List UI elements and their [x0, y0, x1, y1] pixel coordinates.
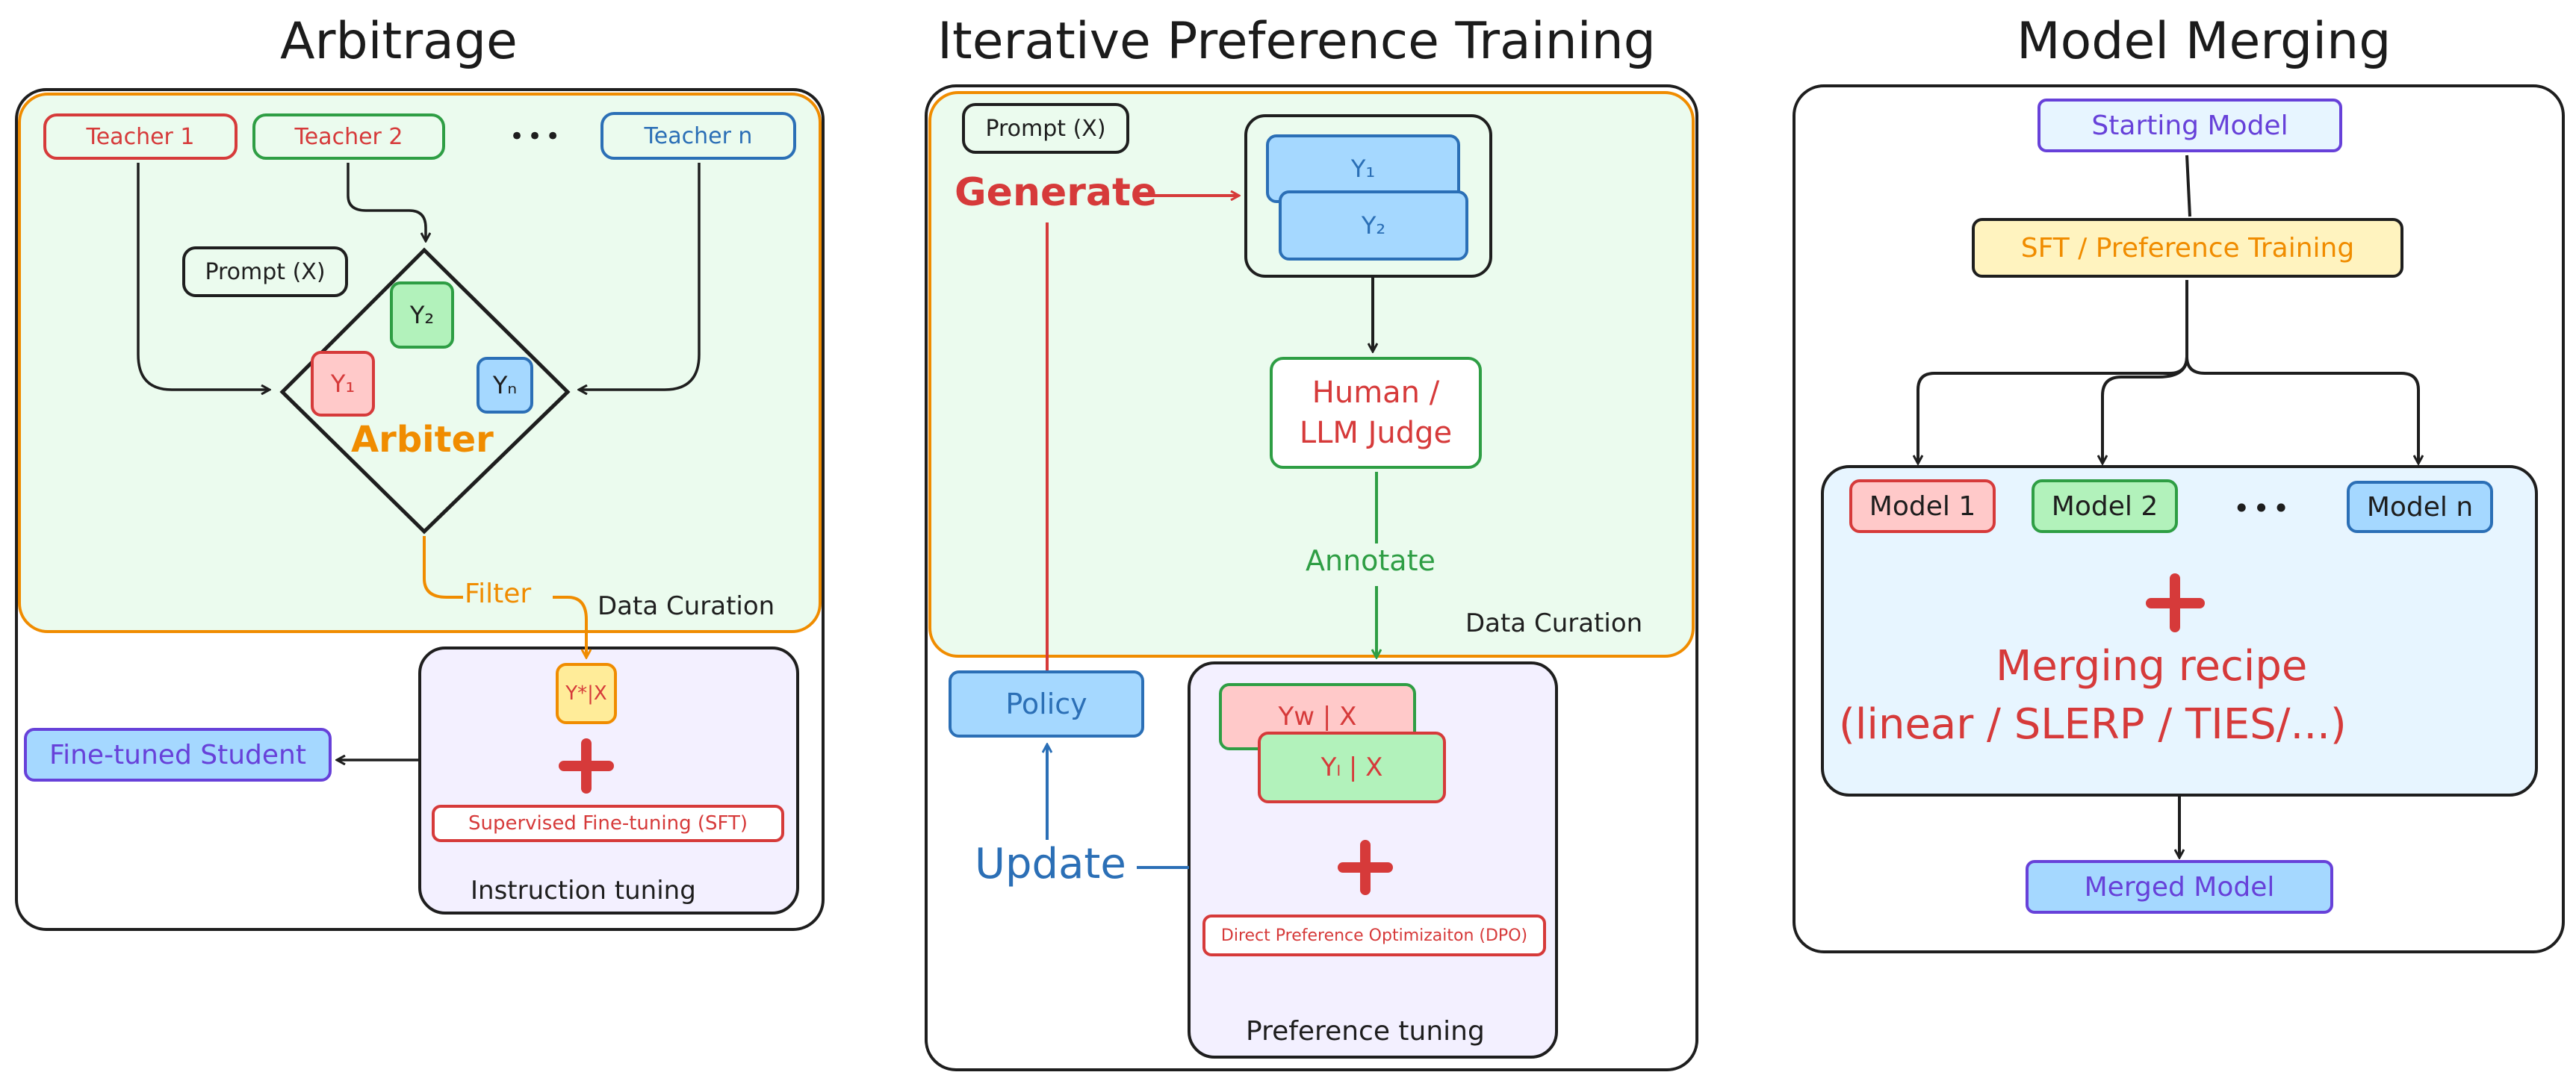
teacher-2-box: Teacher 2 — [252, 113, 445, 160]
models-ellipsis: ••• — [2233, 492, 2293, 525]
update-label: Update — [975, 840, 1126, 888]
sft-preference-box: SFT / Preference Training — [1972, 218, 2403, 278]
merging-plus-sign — [2146, 573, 2205, 632]
merging-title: Model Merging — [2017, 12, 2392, 71]
starting-model-box: Starting Model — [2037, 99, 2342, 152]
ipt-prompt-box: Prompt (X) — [962, 103, 1129, 154]
arbitrage-panel — [15, 88, 825, 931]
arbitrage-prompt-box: Prompt (X) — [182, 246, 348, 297]
dpo-box: Direct Preference Optimizaiton (DPO) — [1202, 915, 1546, 956]
teachers-ellipsis: ••• — [509, 122, 564, 152]
preference-tuning-label: Preference tuning — [1246, 1016, 1485, 1047]
response-y1-box: Y₁ — [311, 351, 375, 417]
policy-box: Policy — [949, 670, 1144, 738]
yl-box: Yₗ | X — [1258, 732, 1446, 803]
ystar-box: Y*|X — [556, 663, 617, 724]
response-yn-box: Yₙ — [477, 357, 533, 414]
teacher-n-box: Teacher n — [600, 112, 796, 160]
arbitrage-data-curation-region — [18, 93, 822, 633]
merging-recipe-line-2: (linear / SLERP / TIES/...) — [1839, 700, 2347, 749]
arbiter-diamond — [279, 247, 571, 535]
ipt-data-curation-label: Data Curation — [1465, 608, 1643, 638]
merging-recipe-line-1: Merging recipe — [1996, 642, 2308, 691]
merging-panel — [1793, 84, 2565, 953]
ipt-title: Iterative Preference Training — [937, 12, 1656, 71]
filter-label: Filter — [465, 579, 532, 609]
model-n-box: Model n — [2347, 481, 2493, 533]
fine-tuned-student-box: Fine-tuned Student — [24, 728, 332, 782]
model-2-box: Model 2 — [2032, 479, 2178, 533]
sft-box: Supervised Fine-tuning (SFT) — [432, 805, 784, 842]
generations-container — [1244, 114, 1492, 278]
arbiter-label: Arbiter — [351, 419, 494, 461]
model-1-box: Model 1 — [1849, 479, 1996, 533]
ipt-panel — [925, 84, 1698, 1071]
teacher-1-box: Teacher 1 — [43, 113, 238, 160]
generate-label: Generate — [955, 170, 1158, 215]
arbitrage-data-curation-label: Data Curation — [598, 591, 775, 621]
ipt-plus-sign — [1338, 840, 1393, 895]
arbitrage-title: Arbitrage — [280, 12, 518, 71]
instruction-tuning-label: Instruction tuning — [471, 876, 696, 906]
judge-line-2: LLM Judge — [1299, 416, 1453, 450]
judge-box: Human / LLM Judge — [1270, 357, 1482, 469]
instruction-tuning-region — [418, 647, 799, 915]
arbitrage-plus-sign — [559, 738, 614, 794]
generation-y2-box: Y₂ — [1279, 190, 1468, 261]
response-y2-box: Y₂ — [390, 281, 454, 349]
annotate-label: Annotate — [1306, 544, 1436, 577]
judge-line-1: Human / — [1312, 376, 1440, 410]
merged-model-box: Merged Model — [2026, 860, 2333, 914]
